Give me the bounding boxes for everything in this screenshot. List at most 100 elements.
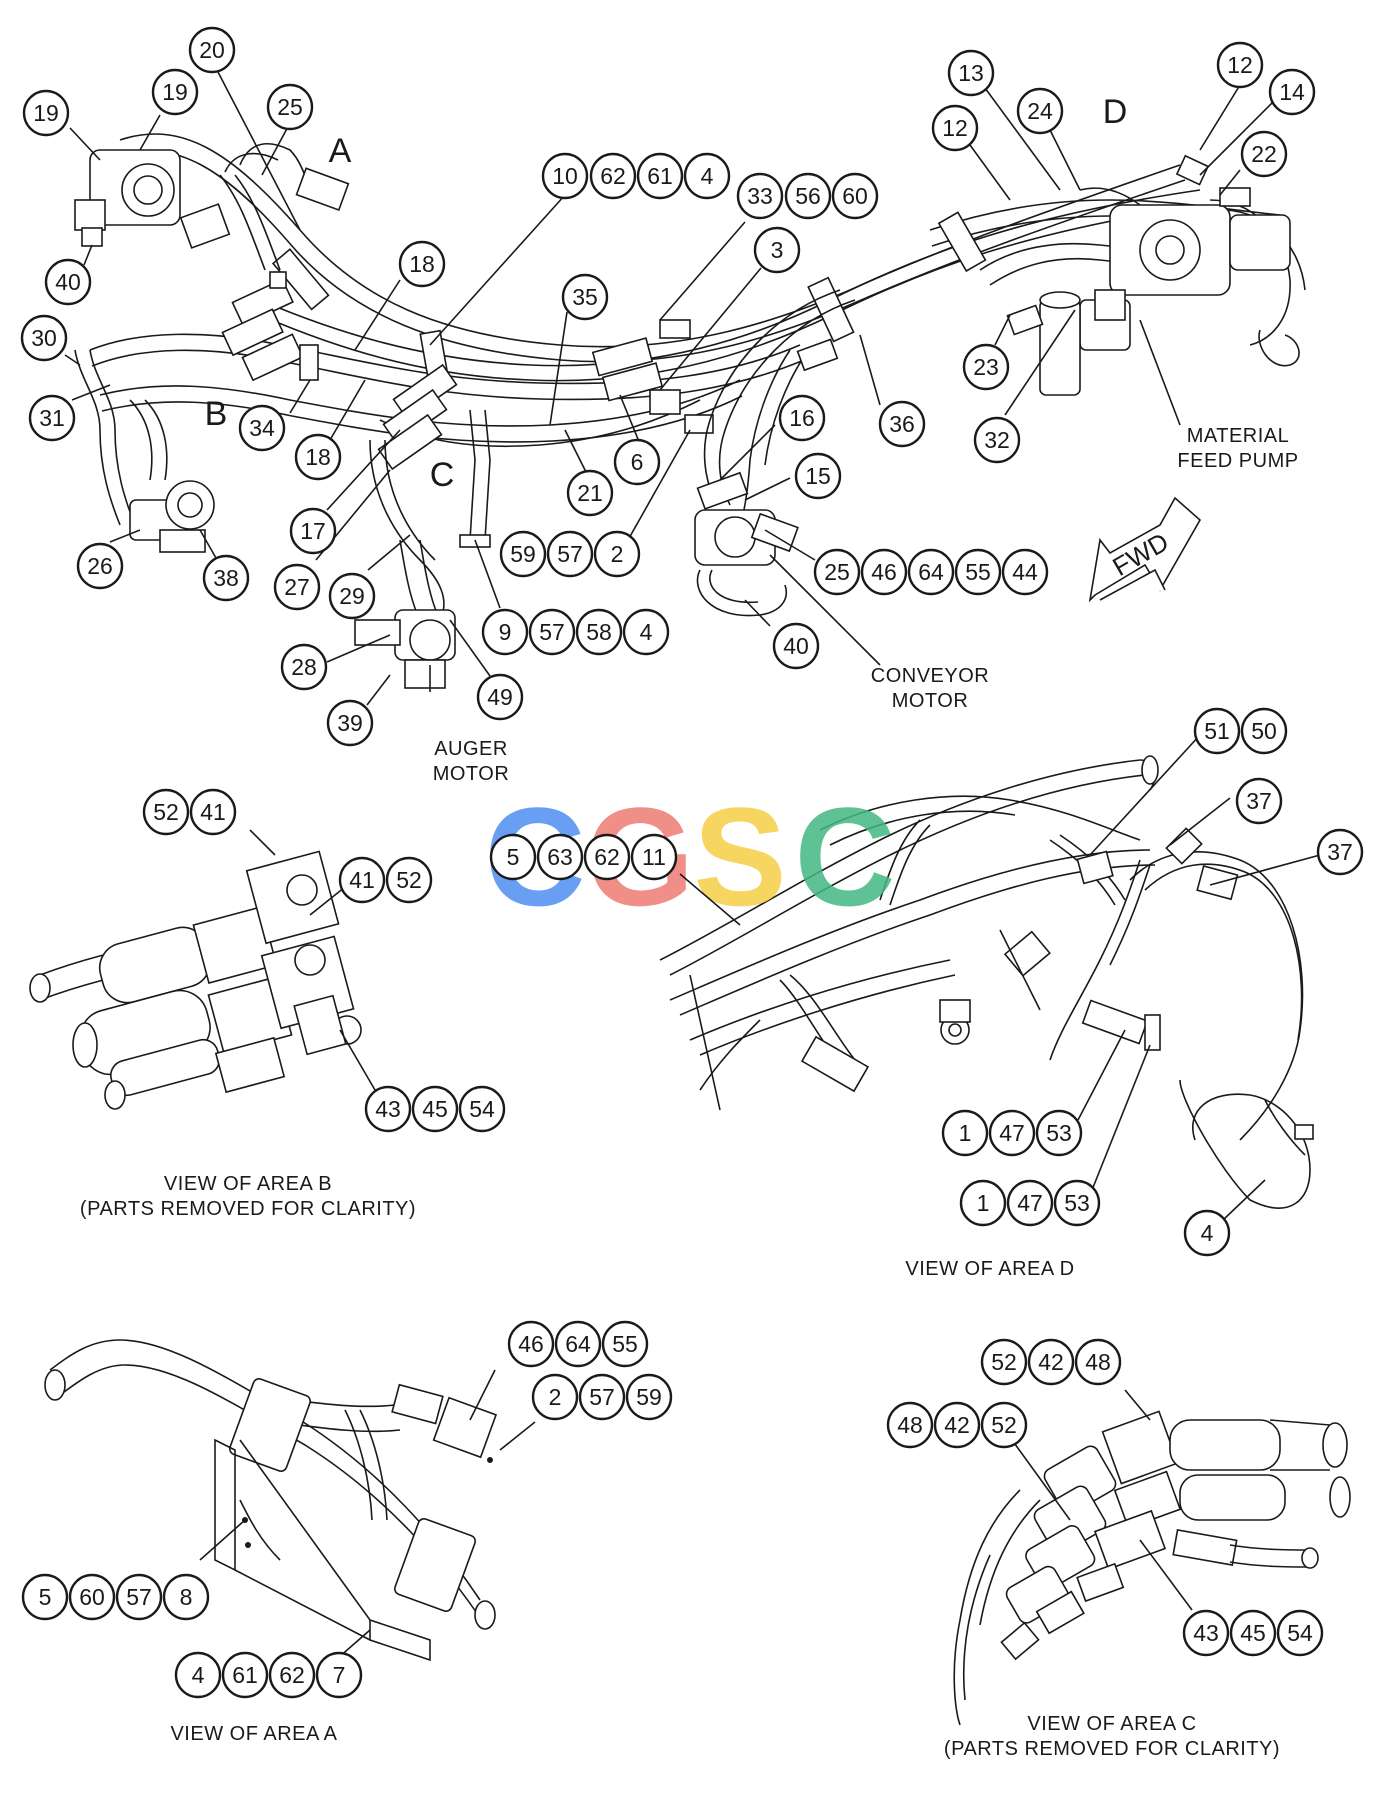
callout-7: 7 [315, 1651, 363, 1699]
view-area-a: VIEW OF AREA A [44, 1339, 498, 1745]
callout-label: 36 [889, 411, 915, 437]
callout-label: 53 [1064, 1190, 1090, 1216]
callout-label: 43 [375, 1096, 401, 1122]
callout-53: 53 [1035, 1109, 1083, 1157]
callout-label: 19 [33, 100, 59, 126]
callout-label: 32 [984, 427, 1010, 453]
callout-42: 42 [933, 1401, 981, 1449]
area-b-manifold [221, 271, 319, 382]
auger-motor [354, 439, 456, 689]
callout-52: 52 [385, 856, 433, 904]
callout-label: 44 [1012, 559, 1038, 585]
callout-40: 40 [772, 622, 820, 670]
callout-label: 63 [547, 844, 573, 870]
callout-53: 53 [1053, 1179, 1101, 1227]
callout-label: 53 [1046, 1120, 1072, 1146]
area-letter-a: A [329, 132, 352, 170]
callout-label: 52 [153, 799, 179, 825]
callout-49: 49 [476, 673, 524, 721]
callout-label: 9 [499, 619, 512, 645]
leader-lines [64, 71, 1321, 1666]
callout-47: 47 [1006, 1179, 1054, 1227]
callout-label: 60 [842, 183, 868, 209]
view-b-caption-line2: (PARTS REMOVED FOR CLARITY) [80, 1198, 416, 1220]
callout-54: 54 [458, 1085, 506, 1133]
callout-label: 64 [565, 1331, 591, 1357]
callout-57: 57 [115, 1573, 163, 1621]
callout-38: 38 [202, 554, 250, 602]
callout-26: 26 [76, 542, 124, 590]
callout-37: 37 [1316, 828, 1364, 876]
material-feed-pump-label-line1: MATERIAL [1187, 425, 1290, 447]
callout-22: 22 [1240, 130, 1288, 178]
callout-label: 45 [422, 1096, 448, 1122]
callout-5: 5 [489, 833, 537, 881]
callout-label: 52 [396, 867, 422, 893]
area-letters: A B C D [205, 93, 1128, 494]
callout-label: 48 [897, 1412, 923, 1438]
callout-label: 5 [507, 844, 520, 870]
callout-47: 47 [988, 1109, 1036, 1157]
callout-label: 2 [611, 541, 624, 567]
callout-label: 43 [1193, 1620, 1219, 1646]
callout-52: 52 [980, 1338, 1028, 1386]
callout-label: 26 [87, 553, 113, 579]
callout-57: 57 [578, 1373, 626, 1421]
callout-19: 19 [22, 89, 70, 137]
callout-25: 25 [813, 548, 861, 596]
callout-45: 45 [1229, 1609, 1277, 1657]
callout-33: 33 [736, 172, 784, 220]
callout-label: 41 [349, 867, 375, 893]
callout-43: 43 [364, 1085, 412, 1133]
callout-6: 6 [613, 438, 661, 486]
callout-3: 3 [753, 226, 801, 274]
component-labels: MATERIAL FEED PUMP CONVEYOR MOTOR AUGER … [433, 425, 1298, 785]
callout-39: 39 [326, 699, 374, 747]
callout-label: 33 [747, 183, 773, 209]
callout-label: 17 [300, 518, 326, 544]
callout-label: 62 [600, 163, 626, 189]
callout-64: 64 [554, 1320, 602, 1368]
callout-62: 62 [589, 152, 637, 200]
callout-56: 56 [784, 172, 832, 220]
auger-motor-label-line1: AUGER [434, 738, 508, 760]
callout-63: 63 [536, 833, 584, 881]
area-letter-d: D [1103, 93, 1128, 131]
callout-label: 40 [55, 269, 81, 295]
left-hose-loop [74, 349, 215, 553]
callout-16: 16 [778, 394, 826, 442]
callout-52: 52 [142, 788, 190, 836]
view-b-caption-line1: VIEW OF AREA B [164, 1173, 332, 1195]
callout-label: 34 [249, 415, 275, 441]
callout-label: 23 [973, 354, 999, 380]
callout-21: 21 [566, 469, 614, 517]
callout-64: 64 [907, 548, 955, 596]
callout-61: 61 [221, 1651, 269, 1699]
material-feed-pump-label-line2: FEED PUMP [1177, 450, 1298, 472]
callout-label: 18 [305, 444, 331, 470]
callout-14: 14 [1268, 68, 1316, 116]
callout-62: 62 [268, 1651, 316, 1699]
callout-label: 13 [958, 60, 984, 86]
callout-30: 30 [20, 314, 68, 362]
callout-label: 24 [1027, 98, 1053, 124]
area-letter-b: B [205, 395, 228, 433]
callout-59: 59 [499, 530, 547, 578]
callout-48: 48 [1074, 1338, 1122, 1386]
callout-10: 10 [541, 152, 589, 200]
callout-12: 12 [931, 104, 979, 152]
callout-label: 38 [213, 565, 239, 591]
material-feed-pump [1006, 154, 1300, 396]
callout-label: 25 [277, 94, 303, 120]
callout-41: 41 [338, 856, 386, 904]
callout-8: 8 [162, 1573, 210, 1621]
callout-61: 61 [636, 152, 684, 200]
view-area-c: VIEW OF AREA C (PARTS REMOVED FOR CLARIT… [944, 1410, 1351, 1760]
callout-46: 46 [507, 1320, 555, 1368]
callout-label: 54 [1287, 1620, 1313, 1646]
callout-11: 11 [630, 833, 678, 881]
view-c-caption-line2: (PARTS REMOVED FOR CLARITY) [944, 1738, 1280, 1760]
callout-label: 1 [959, 1120, 972, 1146]
conveyor-motor-label-line2: MOTOR [892, 690, 969, 712]
callout-34: 34 [238, 404, 286, 452]
